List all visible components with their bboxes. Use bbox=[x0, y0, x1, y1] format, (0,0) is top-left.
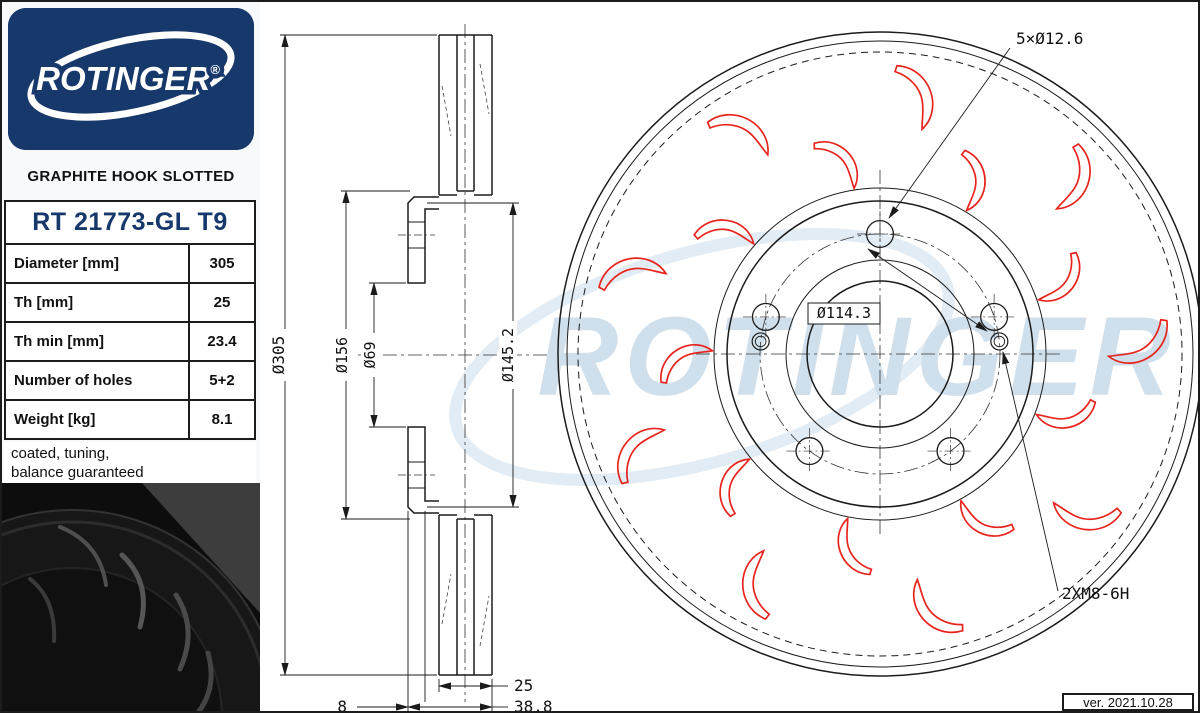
disc-chamfer-edge bbox=[566, 40, 1194, 668]
watermark: ROTINGER bbox=[449, 228, 1171, 486]
front-centerlines bbox=[696, 170, 1064, 538]
section-hole-axes bbox=[398, 234, 435, 476]
hook-slot bbox=[809, 130, 870, 190]
dim-thread-holes: 2XM8-6H bbox=[1062, 584, 1129, 603]
spec-row: Diameter [mm] 305 bbox=[6, 245, 254, 282]
friction-inner-edge bbox=[713, 187, 1047, 521]
hook-slot bbox=[1055, 141, 1098, 216]
product-code: RT 21773-GL T9 bbox=[4, 200, 256, 245]
spec-label: Th min [mm] bbox=[6, 323, 190, 360]
dim-outer-diameter: Ø305 bbox=[269, 329, 288, 381]
product-notes: coated, tuning, balance guaranteed bbox=[4, 442, 256, 483]
front-dim-lines bbox=[867, 47, 1059, 592]
version-label: ver. 2021.10.28 bbox=[1062, 693, 1194, 711]
notes-line-2: balance guaranteed bbox=[11, 464, 144, 481]
section-view: Ø305 Ø156 Ø69 Ø145.2 25 38.8 8 bbox=[269, 24, 553, 713]
dim-flange-diameter: Ø145.2 bbox=[499, 321, 517, 389]
svg-text:Ø145.2: Ø145.2 bbox=[499, 328, 517, 382]
dim-bolt-circle: Ø114.3 bbox=[807, 302, 881, 325]
hook-slot bbox=[951, 500, 1017, 546]
dim-hat-depth: 8 bbox=[337, 697, 347, 713]
hook-slot bbox=[737, 549, 773, 623]
section-slot-marks bbox=[441, 63, 490, 647]
spec-value: 305 bbox=[209, 255, 235, 272]
svg-text:Ø69: Ø69 bbox=[361, 341, 379, 368]
thread-hole bbox=[751, 332, 770, 351]
front-view: 5×Ø12.6 Ø114.3 2XM8-6H bbox=[557, 29, 1198, 677]
spec-label: Diameter [mm] bbox=[6, 245, 190, 282]
spec-row: Th [mm] 25 bbox=[6, 282, 254, 321]
dim-thickness: 25 bbox=[514, 676, 533, 695]
spec-label: Number of holes bbox=[6, 362, 190, 399]
rotinger-logo: ROTINGER® bbox=[8, 8, 254, 150]
disc-outer-edge bbox=[557, 31, 1198, 677]
hub-outer-edge bbox=[726, 200, 1034, 508]
dim-total-width: 38.8 bbox=[514, 697, 553, 713]
logo-graphic: ROTINGER® bbox=[8, 8, 254, 150]
hook-slot bbox=[704, 104, 779, 156]
logo-text: ROTINGER® bbox=[36, 60, 220, 97]
section-dim-lines bbox=[280, 34, 519, 711]
spec-value: 23.4 bbox=[207, 333, 237, 350]
spec-row: Th min [mm] 23.4 bbox=[6, 321, 254, 360]
dim-bore-diameter: Ø69 bbox=[361, 333, 379, 377]
spec-row: Weight [kg] 8.1 bbox=[6, 399, 254, 438]
spec-row: Number of holes 5+2 bbox=[6, 360, 254, 399]
thread-hole-minor bbox=[754, 335, 767, 348]
svg-text:Ø156: Ø156 bbox=[333, 337, 351, 373]
logo-swoosh bbox=[27, 31, 235, 121]
hook-slot bbox=[890, 56, 946, 131]
spec-label: Weight [kg] bbox=[6, 401, 190, 438]
notes-line-1: coated, tuning, bbox=[11, 445, 110, 462]
section-details bbox=[408, 221, 425, 489]
svg-text:Ø114.3: Ø114.3 bbox=[817, 304, 871, 322]
spec-value: 25 bbox=[213, 294, 231, 311]
brake-disc-photo bbox=[2, 483, 281, 711]
thread-hole bbox=[990, 332, 1009, 351]
hook-slot bbox=[1051, 501, 1123, 533]
spec-table: Diameter [mm] 305 Th [mm] 25 Th min [mm]… bbox=[4, 245, 256, 440]
product-photo bbox=[2, 483, 281, 711]
bolt-circle bbox=[759, 233, 1001, 475]
hook-slot bbox=[899, 578, 969, 646]
dim-bolt-holes: 5×Ø12.6 bbox=[1016, 29, 1083, 48]
hook-slot bbox=[958, 147, 990, 212]
thread-hole-minor bbox=[993, 335, 1006, 348]
svg-text:Ø305: Ø305 bbox=[269, 336, 288, 375]
hook-slot bbox=[827, 517, 876, 583]
spec-label: Th [mm] bbox=[6, 284, 190, 321]
slot-outer-boundary bbox=[577, 51, 1183, 657]
section-outline bbox=[407, 34, 493, 676]
dim-hat-diameter: Ø156 bbox=[333, 329, 351, 381]
spec-value: 5+2 bbox=[209, 372, 235, 389]
product-subtitle: GRAPHITE HOOK SLOTTED bbox=[27, 167, 235, 185]
product-info-panel: ROTINGER® GRAPHITE HOOK SLOTTED RT 21773… bbox=[2, 2, 281, 711]
technical-drawing: ROTINGER bbox=[269, 24, 1198, 713]
spec-value: 8.1 bbox=[211, 411, 233, 428]
bolt-holes bbox=[742, 211, 1018, 475]
